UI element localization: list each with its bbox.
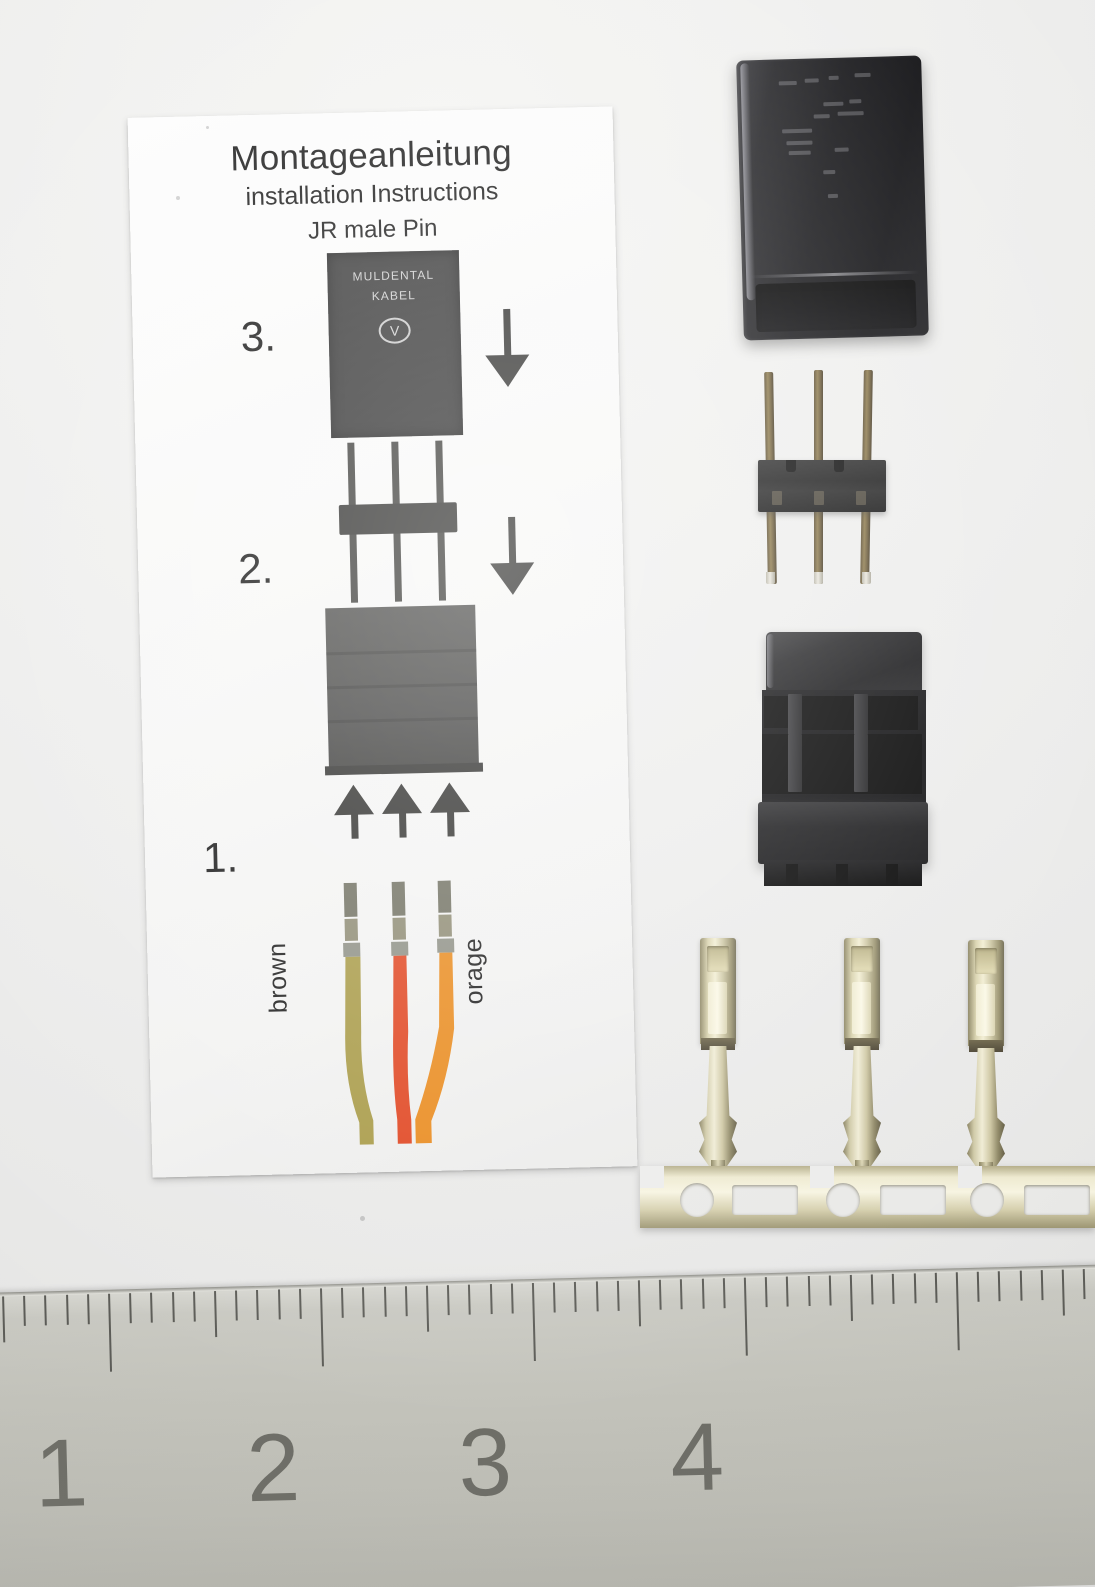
sheet-title: Montageanleitung <box>229 132 513 179</box>
steel-ruler: 1 2 3 4 <box>0 1264 1095 1587</box>
sheet-subtitle: installation Instructions <box>245 177 499 212</box>
ruler-numeral-3: 3 <box>457 1408 514 1517</box>
housing-body <box>758 802 928 864</box>
down-arrow-icon-step3 <box>484 308 531 388</box>
ruler-numeral-1: 1 <box>33 1419 90 1528</box>
cap-opening <box>755 279 917 333</box>
header-plastic-body <box>758 460 886 512</box>
connector-housing-3way <box>758 632 928 887</box>
ruler-numeral-2: 2 <box>245 1413 302 1523</box>
step-number-2: 2. <box>237 544 274 593</box>
crimp-terminal <box>956 940 1016 1184</box>
label-block-graphic: MULDENTAL KABEL V <box>326 250 464 439</box>
housing-cavity <box>762 690 926 808</box>
muldental-logo-icon: V <box>378 317 411 345</box>
wire-label-brown: brown <box>263 942 293 1014</box>
connector-body-graphic <box>324 604 484 776</box>
down-arrow-icon-step2 <box>489 516 535 596</box>
step-number-1: 1. <box>202 833 239 882</box>
wires-graphic <box>343 880 455 1145</box>
up-arrow-icon-3 <box>429 781 471 837</box>
installation-instruction-slip: Montageanleitung installation Instructio… <box>127 106 638 1178</box>
terminal-carrier-strip <box>640 1166 1095 1228</box>
ruler-numeral-4: 4 <box>669 1403 726 1512</box>
pin-header-3way <box>752 368 892 590</box>
crimp-terminal <box>832 938 892 1182</box>
housing-top <box>766 632 922 694</box>
crimp-terminal <box>688 938 748 1182</box>
label-line-1: MULDENTAL <box>352 267 435 284</box>
step-number-3: 3. <box>240 312 277 361</box>
label-line-2: KABEL <box>371 288 417 304</box>
crimp-terminals-strip <box>640 938 1095 1228</box>
black-end-cap <box>736 55 929 341</box>
wire-label-orange: orage <box>459 937 489 1005</box>
pin-header-graphic <box>331 440 465 603</box>
housing-highlight <box>767 634 774 688</box>
up-arrow-icon-1 <box>333 784 375 839</box>
sheet-product-line: JR male Pin <box>307 214 438 245</box>
up-arrow-icon-2 <box>381 783 423 838</box>
